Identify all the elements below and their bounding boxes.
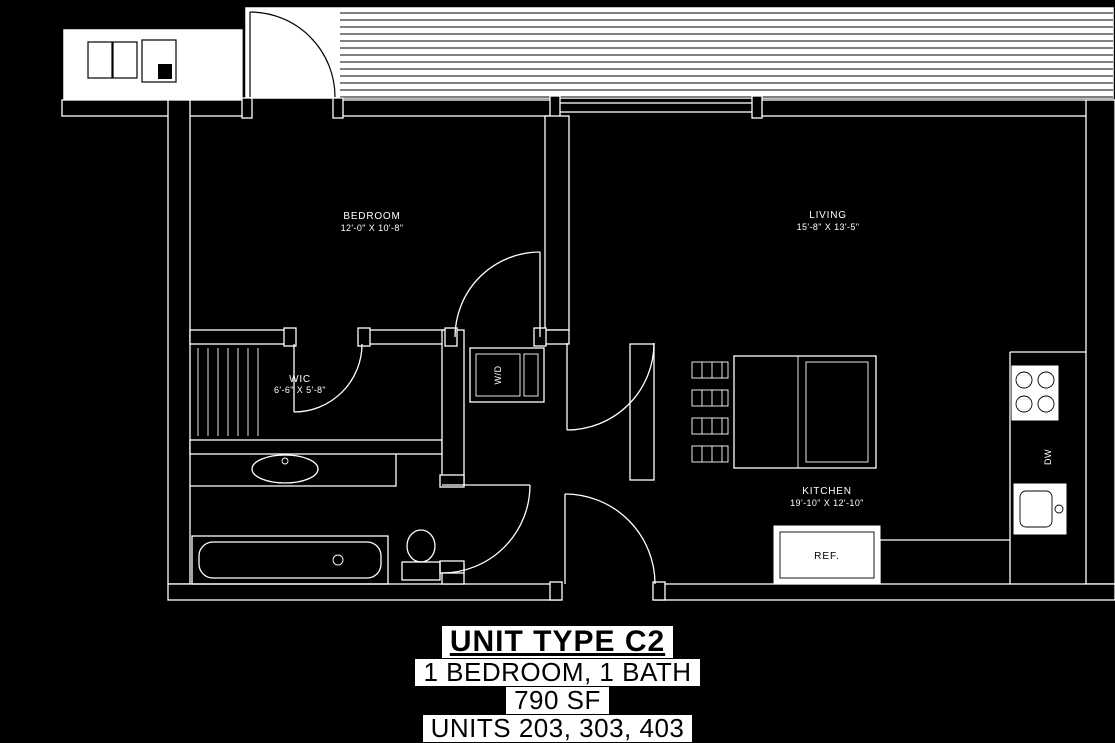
kitchen-sink xyxy=(1013,483,1067,535)
living-dims: 15'-8" X 13'-5" xyxy=(797,222,860,232)
interior-walls xyxy=(189,115,655,585)
bar-stools xyxy=(691,361,729,463)
vanity-sink xyxy=(190,454,397,487)
balcony-deck-hatch xyxy=(340,12,1113,98)
bathroom xyxy=(190,454,441,585)
exterior-walls xyxy=(61,95,1115,601)
wic-door xyxy=(293,343,363,413)
wic-label: WIC xyxy=(289,374,311,385)
balcony-door-swing xyxy=(249,11,336,98)
living-window-band xyxy=(551,102,755,113)
units-subtitle: UNITS 203, 303, 403 xyxy=(422,714,693,743)
wic-dims: 6'-6" X 5'-8" xyxy=(274,385,326,395)
dishwasher-label: DW xyxy=(1043,449,1053,465)
washer-dryer-label: W/D xyxy=(493,366,503,385)
door-swings xyxy=(293,251,656,585)
bathroom-door xyxy=(441,484,531,574)
area-subtitle: 790 SF xyxy=(506,686,609,715)
kitchen-island xyxy=(733,355,877,469)
entry-door xyxy=(564,493,656,585)
toilet xyxy=(401,529,441,581)
hall-door xyxy=(566,342,655,431)
balcony xyxy=(242,4,1115,102)
room-labels: BEDROOM 12'-0" X 10'-8" LIVING 15'-8" X … xyxy=(274,210,864,508)
bedroom-dims: 12'-0" X 10'-8" xyxy=(341,223,404,233)
range-stove xyxy=(1011,365,1059,421)
bedroom-label: BEDROOM xyxy=(343,211,400,222)
washer-dryer: W/D xyxy=(469,347,545,403)
wic-shelving-hatch xyxy=(197,348,259,436)
living-label: LIVING xyxy=(809,210,847,221)
bed-bath-subtitle: 1 BEDROOM, 1 BATH xyxy=(415,658,700,686)
kitchen-dims: 19'-10" X 12'-10" xyxy=(790,498,864,508)
bedroom-door xyxy=(454,251,541,338)
bathtub xyxy=(191,535,389,585)
refrigerator: REF. xyxy=(773,525,881,585)
title-block: UNIT TYPE C2 1 BEDROOM, 1 BATH 790 SF UN… xyxy=(0,626,1115,743)
refrigerator-label: REF. xyxy=(814,551,840,562)
unit-type-title: UNIT TYPE C2 xyxy=(441,626,674,658)
kitchen-label: KITCHEN xyxy=(802,486,852,497)
kitchen-fixtures: DW REF. xyxy=(691,351,1086,585)
utility-room xyxy=(60,26,246,104)
